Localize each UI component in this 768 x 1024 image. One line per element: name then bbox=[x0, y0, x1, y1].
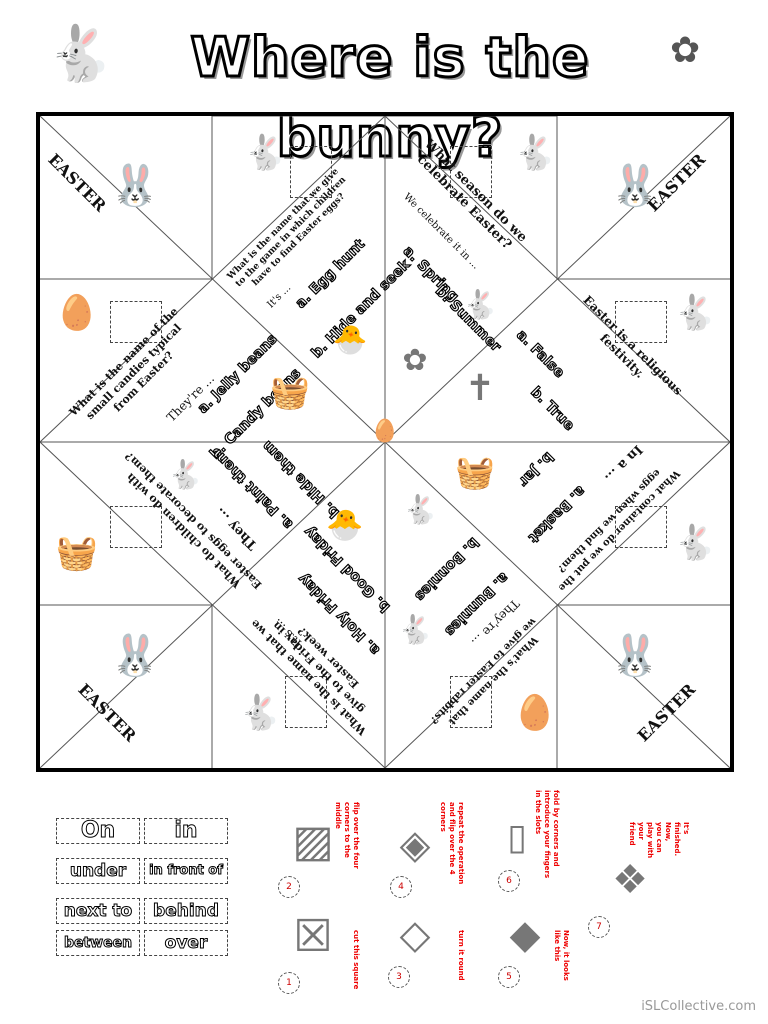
step-number: 3 bbox=[388, 966, 410, 988]
bunny-icon: 🐇 bbox=[513, 133, 557, 173]
flap-box bbox=[110, 301, 162, 343]
fortune-teller-board: 🐰 EASTER 🐰 EASTER 🐰 EASTER 🐰 EASTER 🐇 🐇 … bbox=[36, 112, 734, 772]
word-card: next to bbox=[56, 898, 140, 924]
word-card: On bbox=[56, 818, 140, 844]
step-text: cut this square bbox=[352, 930, 360, 990]
step-text: flip over the four corners to the middle bbox=[334, 802, 360, 869]
step-number: 6 bbox=[498, 870, 520, 892]
flap-box bbox=[110, 506, 162, 548]
basket-icon: 🧺 bbox=[455, 453, 495, 491]
bunny-icon: 🐇 bbox=[238, 693, 282, 733]
basket-icon: 🧺 bbox=[55, 533, 99, 573]
fortune-teller-icon: ❖ bbox=[612, 857, 648, 903]
folded-square-icon: ▨ bbox=[292, 816, 334, 867]
bunny-icon: 🐇 bbox=[397, 613, 433, 646]
egg-icon: 🥚 bbox=[55, 293, 99, 333]
bunny-icon: 🐇 bbox=[462, 288, 498, 321]
bunny-icon: 🐰 bbox=[610, 163, 660, 209]
word-card: over bbox=[144, 930, 228, 956]
square-icon: ☒ bbox=[293, 911, 333, 962]
flap-box bbox=[290, 146, 332, 198]
step-number: 5 bbox=[498, 966, 520, 988]
word-card: in front of bbox=[144, 858, 228, 884]
bunny-icon: 🐰 bbox=[110, 633, 160, 679]
folding-instructions: ▨ 2 flip over the four corners to the mi… bbox=[270, 790, 730, 1000]
bunny-header-icon: 🐇 bbox=[46, 22, 114, 85]
step-text: repeat the operation and flip over the 4… bbox=[439, 802, 465, 885]
flap-box bbox=[285, 676, 327, 728]
bunny-icon: 🐰 bbox=[110, 163, 160, 209]
step-text: fold by corners and introduce your finge… bbox=[534, 790, 560, 879]
bunny-icon: 🐇 bbox=[673, 523, 717, 563]
folded-square-icon: ▯ bbox=[507, 817, 527, 858]
bunny-icon: 🐇 bbox=[243, 133, 287, 173]
step-number: 2 bbox=[278, 876, 300, 898]
word-card: behind bbox=[144, 898, 228, 924]
site-watermark: iSLCollective.com bbox=[641, 999, 756, 1014]
step-text: turn it round bbox=[457, 930, 465, 981]
step-text: Now, it looks like this bbox=[553, 930, 570, 981]
page-title: Where is the bunny? bbox=[189, 25, 590, 171]
step-number: 7 bbox=[588, 916, 610, 938]
step-text: It's finished. Now, you can play with yo… bbox=[628, 822, 690, 859]
bunny-icon: 🐇 bbox=[167, 458, 203, 491]
folded-diamond-icon: ◈ bbox=[399, 822, 431, 868]
word-card: in bbox=[144, 818, 228, 844]
flap-box bbox=[615, 301, 667, 343]
bunny-icon: 🐰 bbox=[610, 633, 660, 679]
cross-icon: ✝ bbox=[464, 368, 496, 409]
word-card: between bbox=[56, 930, 140, 956]
bunny-icon: 🐇 bbox=[402, 493, 438, 526]
butterfly-icon: ✿ bbox=[670, 30, 701, 71]
folded-diamond-icon: ◆ bbox=[509, 912, 541, 958]
step-number: 1 bbox=[278, 972, 300, 994]
flower-icon: ✿ bbox=[402, 343, 428, 378]
flap-box bbox=[450, 676, 492, 728]
basket-icon: 🧺 bbox=[270, 373, 310, 411]
bunny-icon: 🐇 bbox=[673, 293, 717, 333]
egg-icon: 🥚 bbox=[513, 693, 557, 733]
egg-icon: 🥚 bbox=[371, 419, 399, 444]
flap-box bbox=[450, 146, 492, 198]
bunny-icon: 🐣 bbox=[326, 508, 364, 543]
word-card: under bbox=[56, 858, 140, 884]
flap-box bbox=[615, 506, 667, 548]
step-number: 4 bbox=[390, 876, 412, 898]
folded-diamond-icon: ◇ bbox=[399, 912, 431, 958]
bunny-icon: 🐣 bbox=[332, 323, 368, 356]
